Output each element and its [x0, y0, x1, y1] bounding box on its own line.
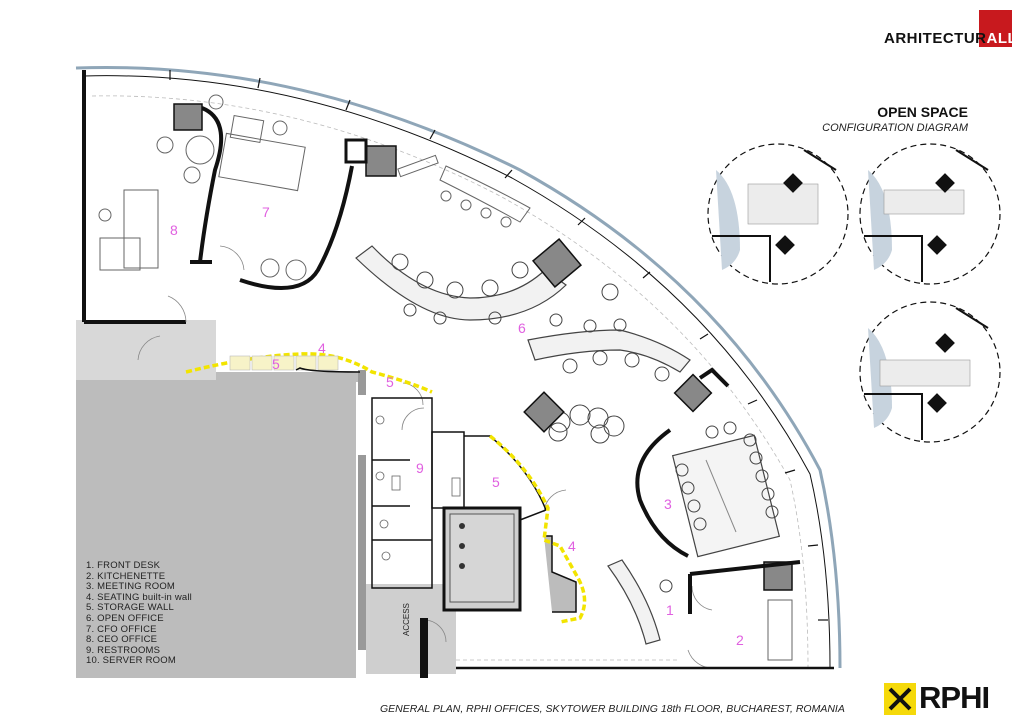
kitchen-counter: [767, 599, 793, 661]
seating-built-in: [229, 355, 339, 371]
legend-item: 2. KITCHENETTE: [86, 570, 166, 582]
server-racks: [459, 523, 465, 569]
room-label-5b: 5: [386, 374, 394, 390]
column-2: [365, 145, 397, 177]
legend-item: 8. CEO OFFICE: [86, 634, 158, 646]
rphi-logo-mark-icon: [888, 687, 912, 711]
wall-cfo: [239, 165, 354, 290]
brand-text-main: ARHITECTUR: [884, 30, 987, 47]
restroom-walls: [371, 397, 465, 589]
facade-dashed: [91, 95, 809, 669]
room-label-7: 7: [262, 204, 270, 220]
room-label-6: 6: [518, 320, 526, 336]
wall-kitchen: [689, 560, 801, 576]
config-diagram-1: [707, 143, 849, 285]
ceo-furniture: [98, 135, 215, 271]
access-label: ACCESS: [402, 603, 411, 636]
diagram-subtitle: CONFIGURATION DIAGRAM: [822, 122, 968, 134]
core-wall: [358, 370, 366, 650]
highlight-walls: [185, 352, 587, 624]
brand-text-accent: ALL: [986, 30, 1018, 47]
room-label-4a: 4: [318, 340, 326, 356]
front-desk: [607, 559, 661, 645]
room-label-9: 9: [416, 460, 424, 476]
front-desk-chair: [659, 579, 673, 593]
config-diagram-3: [859, 301, 1001, 443]
restroom-area: [358, 395, 453, 455]
brand-logo: ARHITECTURALL: [884, 30, 1017, 47]
lounge-seats: [548, 283, 625, 444]
facade-inner: [83, 75, 831, 669]
diagram-title: OPEN SPACE: [877, 104, 968, 120]
column-4: [523, 391, 565, 433]
plan-caption: GENERAL PLAN, RPHI OFFICES, SKYTOWER BUI…: [380, 703, 845, 715]
room-label-1: 1: [666, 602, 674, 618]
legend-item: 4. SEATING built-in wall: [86, 591, 192, 603]
legend-item: 3. MEETING ROOM: [86, 581, 176, 593]
rphi-logo-icon: [884, 683, 916, 715]
core-gray-top: [150, 372, 360, 382]
wall-ceo-cfo: [198, 106, 224, 263]
wall-meeting-curve: [635, 428, 689, 558]
storage-box: [544, 535, 577, 613]
room-label-8: 8: [170, 222, 178, 238]
brand-logo-box: [979, 10, 1012, 47]
legend-item: 10. SERVER ROOM: [86, 655, 176, 667]
server-room-inner: [449, 513, 515, 603]
legend-item: 9. RESTROOMS: [86, 644, 161, 656]
meeting-table: [671, 421, 781, 558]
room-label-5c: 5: [492, 474, 500, 490]
desk-row-1: [355, 245, 567, 325]
cfo-furniture: [208, 94, 307, 281]
column-3: [531, 237, 583, 289]
core-gray-corridor: [76, 320, 216, 380]
facade-mullions: [169, 70, 828, 621]
restroom-fixtures: [375, 415, 461, 561]
room-label-4b: 4: [568, 538, 576, 554]
wall-meeting-top: [698, 367, 730, 388]
legend-item: 5. STORAGE WALL: [86, 602, 174, 614]
wall-cfo-stub: [344, 138, 368, 164]
facade-glass: [75, 66, 842, 669]
column-5: [673, 373, 713, 413]
rphi-logo-text: RPHI: [919, 680, 990, 715]
config-diagram-2: [859, 143, 1001, 285]
legend-item: 1. FRONT DESK: [86, 560, 161, 571]
desk-row-2: [527, 313, 691, 382]
room-label-2: 2: [736, 632, 744, 648]
room-label-3: 3: [664, 496, 672, 512]
window-benches: [397, 154, 531, 228]
legend-item: 7. CFO OFFICE: [86, 623, 157, 635]
access-door-leaf: [420, 618, 428, 678]
legend-item: 6. OPEN OFFICE: [86, 612, 164, 624]
wall-seating-edge: [295, 367, 361, 373]
room-label-5a: 5: [272, 356, 280, 372]
core-gray-bottom: [366, 584, 456, 674]
core-gray-left: [76, 378, 356, 678]
legend: 1. FRONT DESK 2. KITCHENETTE 3. MEETING …: [86, 560, 192, 667]
column-1: [173, 103, 203, 131]
